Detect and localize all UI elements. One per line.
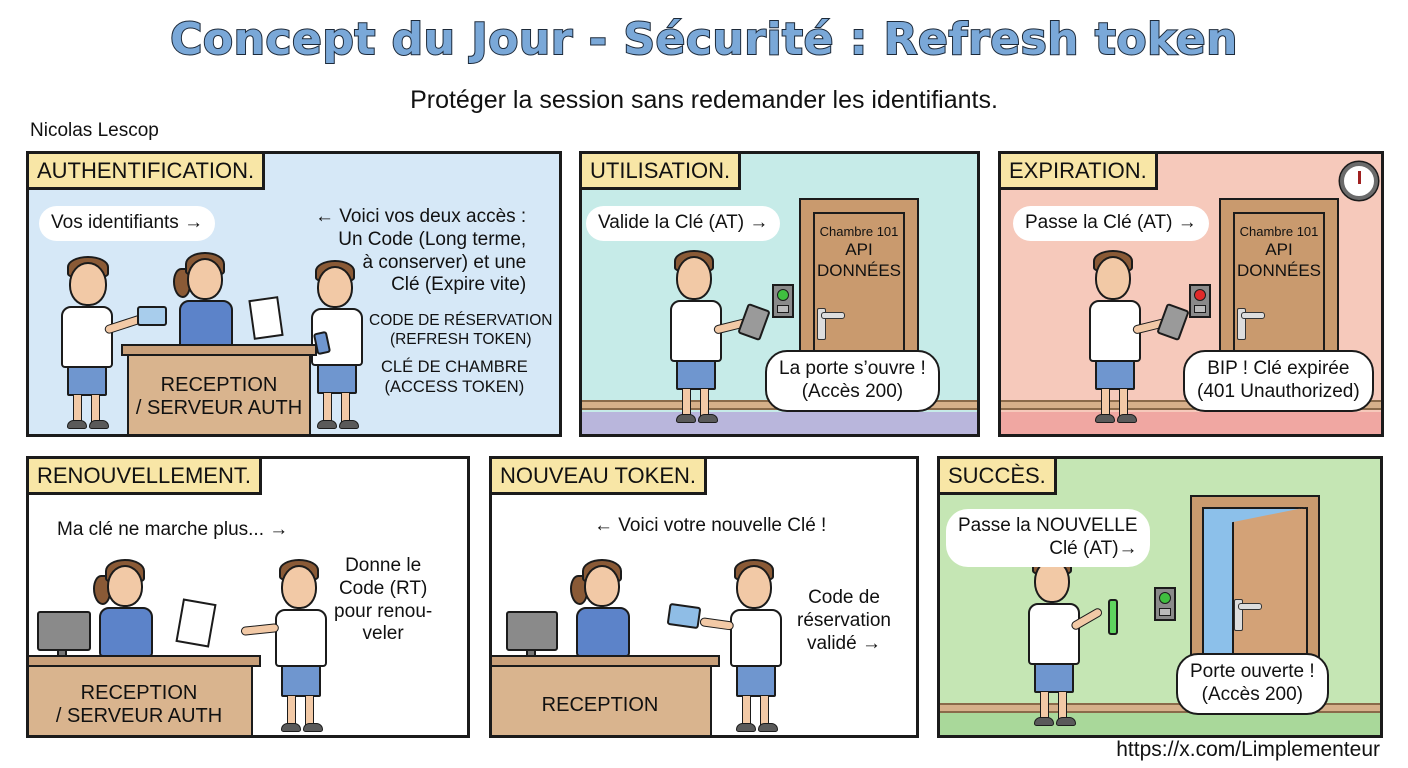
panel-expiration: EXPIRATION. Passe la Clé (AT) → Chambre …: [998, 151, 1384, 437]
note-refresh-token: CODE DE RÉSERVATION (REFRESH TOKEN): [369, 312, 553, 348]
speech-bubble-two-accesses: ← Voici vos deux accès : Un Code (Long t…: [315, 206, 527, 296]
panel-renouvellement: RENOUVELLEMENT. Ma clé ne marche plus...…: [26, 456, 470, 738]
panel-label: UTILISATION.: [582, 154, 742, 190]
panel-label: RENOUVELLEMENT.: [29, 459, 262, 495]
speech-bubble-credentials: Vos identifiants →: [39, 206, 216, 241]
card-reader-red: [1189, 284, 1211, 318]
card-reader-green: [772, 284, 794, 318]
speech-bubble-key-broken: Ma clé ne marche plus... →: [45, 513, 301, 548]
page-subtitle: Protéger la session sans redemander les …: [410, 86, 998, 114]
card-reader-green: [1154, 587, 1176, 621]
reception-desk: RECEPTION: [492, 665, 712, 735]
new-key-card-icon: [666, 602, 702, 630]
reception-desk: RECEPTION / SERVEUR AUTH: [127, 354, 311, 434]
note-access-token: CLÉ DE CHAMBRE (ACCESS TOKEN): [381, 358, 528, 396]
speech-bubble-validate-key: Valide la Clé (AT) →: [586, 206, 781, 241]
speech-bubble-door-opens: La porte s’ouvre ! (Accès 200): [765, 350, 940, 412]
panel-authentification: AUTHENTIFICATION. Vos identifiants → ← V…: [26, 151, 562, 437]
expired-key-card-icon: [1156, 302, 1190, 342]
clock-icon: [1340, 162, 1378, 200]
panel-label: SUCCÈS.: [940, 459, 1057, 495]
panel-label: NOUVEAU TOKEN.: [492, 459, 708, 495]
speech-bubble-door-open: Porte ouverte ! (Accès 200): [1176, 653, 1329, 715]
author-link[interactable]: https://x.com/Limplementeur: [1116, 738, 1380, 761]
refresh-code-paper-icon: [175, 598, 217, 648]
id-card-icon: [137, 306, 167, 326]
speech-bubble-pass-new-key: Passe la NOUVELLE Clé (AT)→: [946, 509, 1150, 567]
green-key-icon: [1108, 599, 1118, 635]
speech-bubble-pass-key: Passe la Clé (AT) →: [1013, 206, 1209, 241]
panel-utilisation: UTILISATION. Valide la Clé (AT) → Chambr…: [579, 151, 980, 437]
reservation-paper-icon: [248, 296, 284, 340]
computer-monitor-icon: [506, 611, 558, 651]
page-title: Concept du Jour - Sécurité : Refresh tok…: [169, 13, 1238, 66]
note-give-refresh-code: Donne le Code (RT) pour renou- veler: [334, 555, 433, 645]
panel-label: AUTHENTIFICATION.: [29, 154, 266, 190]
access-key-card-icon: [737, 302, 771, 342]
note-code-validated: Code de réservation validé →: [797, 587, 891, 654]
speech-bubble-key-expired: BIP ! Clé expirée (401 Unauthorized): [1183, 350, 1374, 412]
reception-desk: RECEPTION / SERVEUR AUTH: [29, 665, 253, 735]
computer-monitor-icon: [37, 611, 91, 651]
panel-label: EXPIRATION.: [1001, 154, 1158, 190]
panel-succes: SUCCÈS. Passe la NOUVELLE Clé (AT)→ Port…: [937, 456, 1383, 738]
author-name: Nicolas Lescop: [30, 120, 159, 141]
speech-bubble-new-key: ← Voici votre nouvelle Clé !: [582, 509, 839, 544]
panel-nouveau-token: NOUVEAU TOKEN. ← Voici votre nouvelle Cl…: [489, 456, 919, 738]
